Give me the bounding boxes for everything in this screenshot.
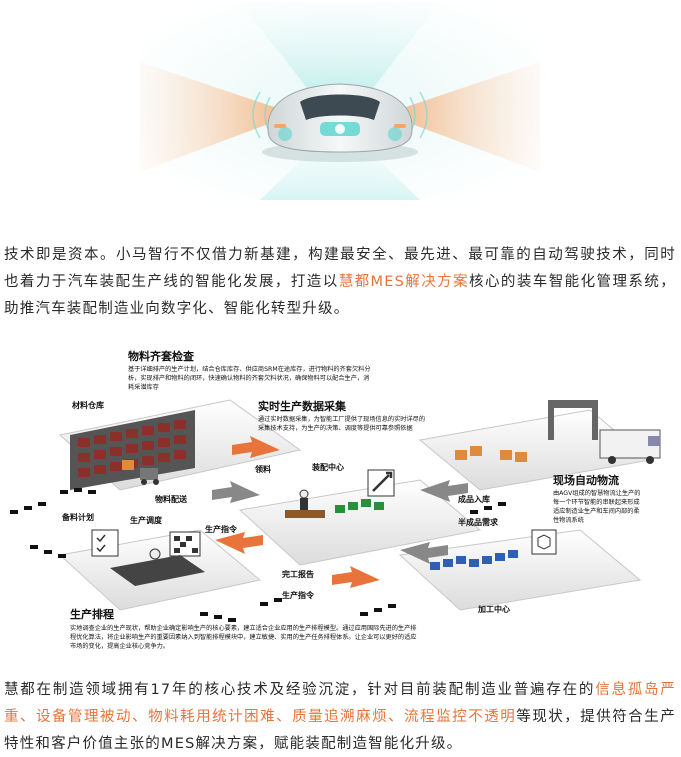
label-warehouse: 材料仓库 xyxy=(72,400,104,410)
label-processing-center: 加工中心 xyxy=(477,604,510,614)
material-check-desc: 耗采潜库存 xyxy=(128,383,159,391)
arrow-completion-report xyxy=(332,566,380,588)
label-semi-demand: 半成品需求 xyxy=(458,517,499,527)
label-production-order: 生产指令 xyxy=(282,590,315,600)
checklist-icon xyxy=(92,530,118,556)
logistics-desc: 每一个环节智能的串联起来形成 xyxy=(553,498,640,506)
car-illustration xyxy=(140,2,540,200)
logistics-desc: 适应制造业生产和车间内部的柔 xyxy=(553,507,640,515)
realtime-desc: 通过实时数据采集，为智能工厂提供了现场信息的实时详尽的 xyxy=(258,415,425,423)
material-check-desc: 析，实现排产和物料的闭环，快速确认物料的齐套欠料状况，确保物料可以配合生产，消 xyxy=(128,374,369,382)
material-check-title: 物料齐套检查 xyxy=(128,349,194,363)
box-icon xyxy=(532,530,556,554)
label-completion-report: 完工报告 xyxy=(282,569,314,579)
logistics-desc: 性物流系统 xyxy=(553,516,584,524)
summary-text-start: 慧都在制造领域拥有17年的核心技术及经验沉淀，针对目前装配制造业普遍存在的 xyxy=(4,682,595,698)
label-material-pick: 领料 xyxy=(255,464,271,474)
scheduling-desc: 程优化算法，将企业影响生产的重要因素纳入到智能排程模块中，建立敏捷、实用的生产任… xyxy=(70,633,417,641)
logistics-desc: 由AGV组成的智慧物流让生产的 xyxy=(553,489,640,497)
wrench-icon xyxy=(368,470,394,496)
label-assembly-center: 装配中心 xyxy=(311,462,344,472)
intro-paragraph: 技术即是资本。小马智行不仅借力新基建，构建最安全、最先进、最可靠的自动驾驶技术，… xyxy=(4,242,676,323)
realtime-title: 实时生产数据采集 xyxy=(258,399,347,413)
logistics-title: 现场自动物流 xyxy=(553,473,619,487)
grid-calendar-icon xyxy=(170,532,200,556)
scheduling-title: 生产排程 xyxy=(70,607,114,621)
hero-car-image xyxy=(140,2,540,200)
mes-process-diagram: 物料齐套检查 基于详细排产的生产计划，结合仓库库存、供应商SRM在途库存，进行物… xyxy=(0,340,681,662)
scheduling-desc: 市场的变化，提高企业核心竞争力。 xyxy=(70,642,169,650)
label-production-order: 生产指令 xyxy=(205,524,238,534)
scheduling-desc: 实地调查企业的生产现状，帮助企业确定影响生产的核心要素，建立适合企业应用的生产排… xyxy=(70,624,417,632)
label-production-dispatch: 生产调度 xyxy=(130,515,163,525)
summary-paragraph: 慧都在制造领域拥有17年的核心技术及经验沉淀，针对目前装配制造业普遍存在的信息孤… xyxy=(4,677,676,757)
label-material-delivery: 物料配送 xyxy=(155,494,188,504)
label-prep-plan: 备料计划 xyxy=(61,512,94,522)
label-finished-storage: 成品入库 xyxy=(458,494,490,504)
mes-solution-highlight: 慧都MES解决方案 xyxy=(339,274,469,290)
realtime-desc: 采集技术支持，为生产的决策、调度等提供可靠参照依据 xyxy=(258,424,413,432)
material-check-desc: 基于详细排产的生产计划，结合仓库库存、供应商SRM在途库存，进行物料的齐套欠料分 xyxy=(128,365,371,373)
arrow-material-delivery xyxy=(212,481,260,503)
